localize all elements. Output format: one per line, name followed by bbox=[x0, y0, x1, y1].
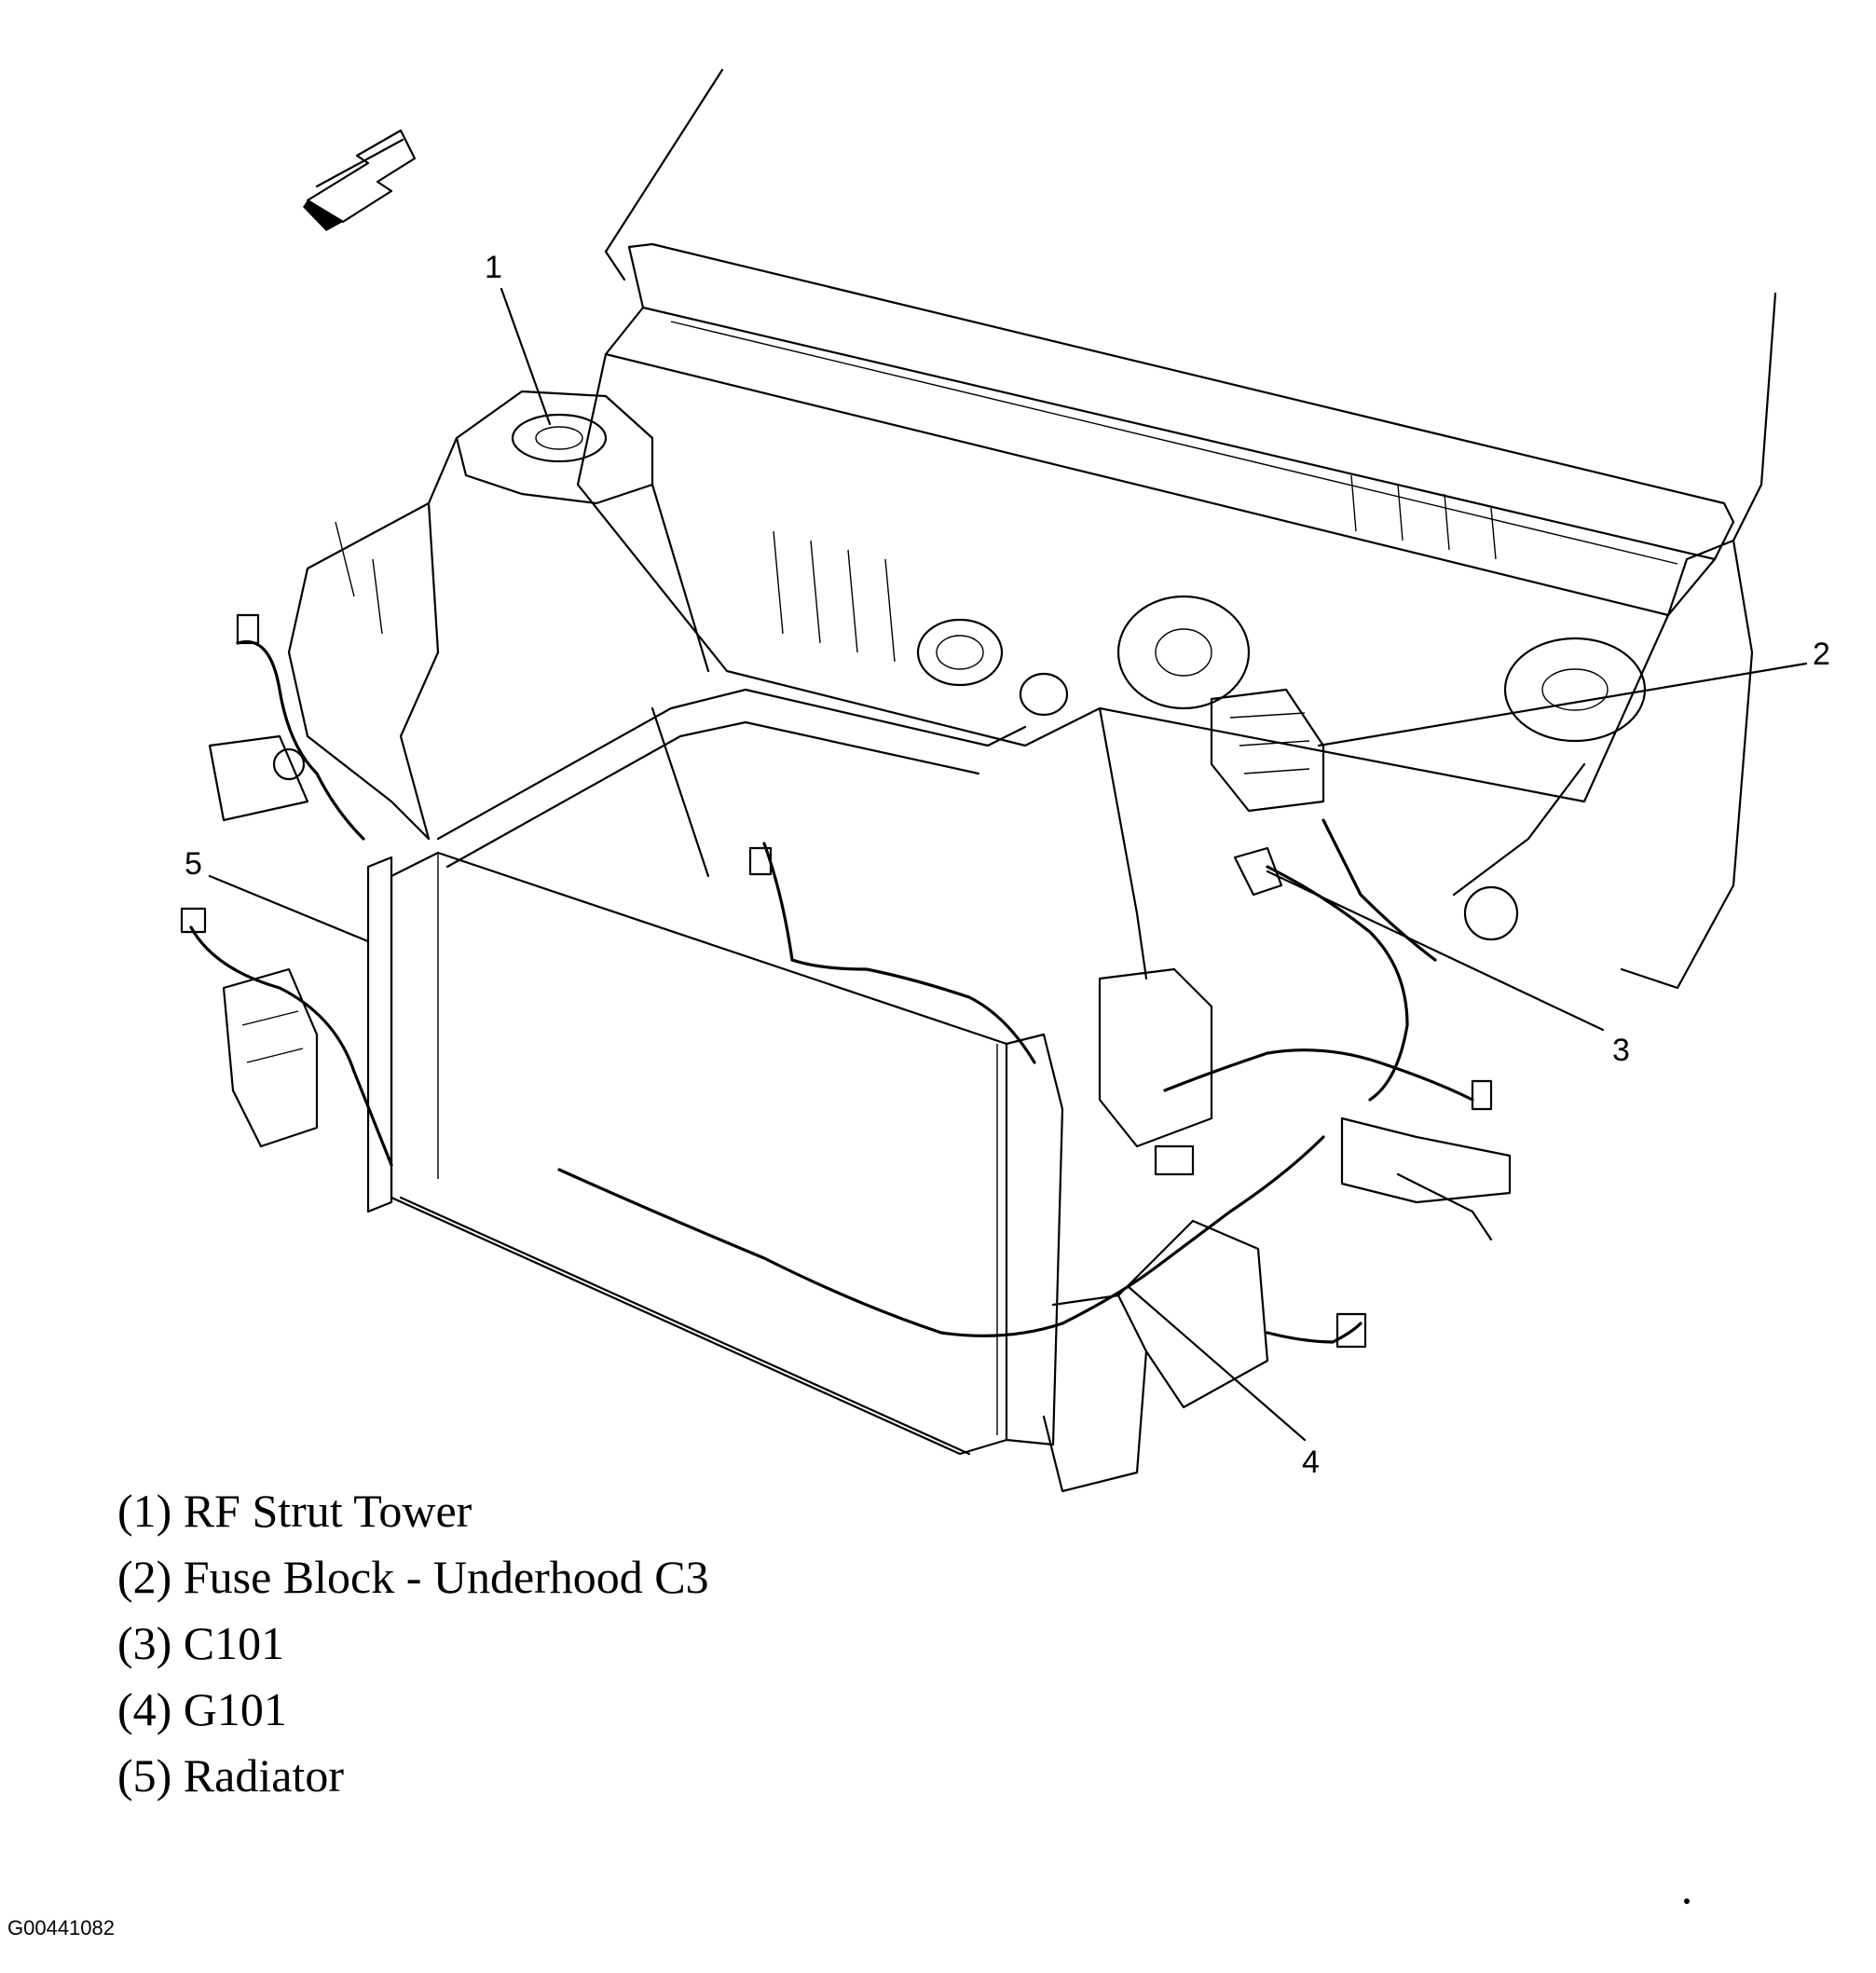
callout-3: 3 bbox=[1612, 1033, 1630, 1068]
front-direction-arrow-icon bbox=[303, 129, 417, 231]
legend-item-g101: (4) G101 bbox=[117, 1683, 287, 1735]
radiator bbox=[366, 851, 1064, 1456]
cowl-panel bbox=[604, 242, 1735, 617]
right-fender-apron bbox=[1452, 539, 1754, 990]
figure-id: G00441082 bbox=[7, 1916, 115, 1939]
callout-1: 1 bbox=[485, 250, 502, 285]
firewall bbox=[576, 352, 1670, 803]
callout-leaders bbox=[208, 287, 1808, 1442]
legend: (1) RF Strut Tower (2) Fuse Block - Unde… bbox=[117, 1478, 709, 1809]
legend-item-rf-strut-tower: (1) RF Strut Tower bbox=[117, 1485, 472, 1537]
c101-connector bbox=[1233, 846, 1283, 897]
stray-dot bbox=[1684, 1898, 1690, 1904]
callout-4: 4 bbox=[1302, 1445, 1320, 1480]
harness-connectors bbox=[180, 613, 1493, 1349]
rf-strut-tower bbox=[399, 390, 710, 841]
legend-item-fuse-block: (2) Fuse Block - Underhood C3 bbox=[117, 1551, 709, 1603]
underhood-fuse-block bbox=[1210, 688, 1325, 813]
wiring-harness bbox=[189, 640, 1474, 1344]
callout-5: 5 bbox=[185, 846, 202, 882]
left-fender-apron bbox=[208, 501, 431, 841]
frame-rails bbox=[436, 688, 1148, 980]
radiator-support bbox=[1042, 967, 1512, 1493]
legend-item-radiator: (5) Radiator bbox=[117, 1749, 344, 1802]
left-lamp-bracket bbox=[222, 967, 319, 1148]
callout-2: 2 bbox=[1813, 637, 1830, 672]
hood-outline bbox=[604, 68, 1777, 542]
legend-item-c101: (3) C101 bbox=[117, 1617, 285, 1669]
